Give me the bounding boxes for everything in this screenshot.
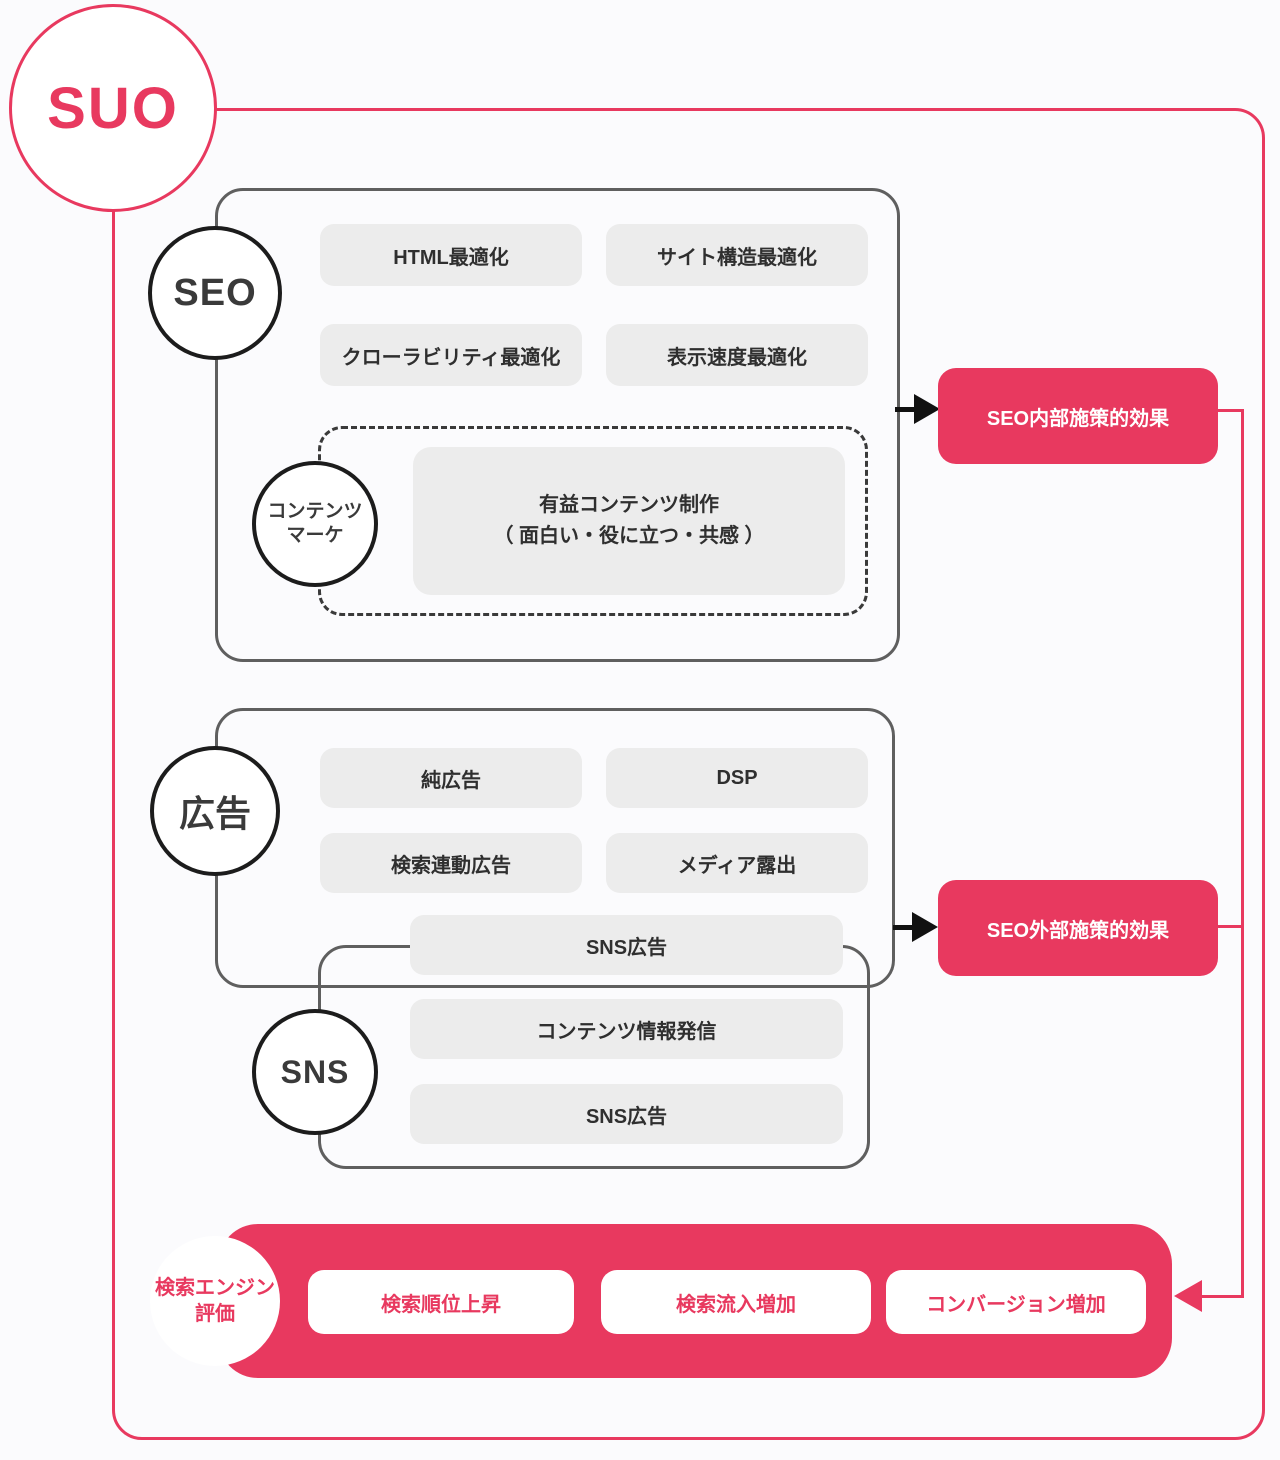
pill-label: コンバージョン増加	[926, 1293, 1106, 1316]
pill-label: SNS広告	[585, 936, 668, 959]
pill-label: サイト構造最適化	[657, 246, 817, 269]
ads-circle-label: 広告	[178, 793, 251, 834]
content-marketing-circle: コンテンツ マーケ	[252, 461, 378, 587]
arrowhead-icon-seo-external	[912, 912, 938, 942]
pill-dsp: DSP	[606, 748, 868, 808]
result-box-seo-internal: SEO内部施策的効果	[938, 368, 1218, 464]
arrow-line-seo-internal	[895, 407, 917, 412]
pill-label: 検索連動広告	[391, 854, 511, 877]
sns-circle: SNS	[252, 1009, 378, 1135]
result-box-seo-external: SEO外部施策的効果	[938, 880, 1218, 976]
pill-useful-content-production: 有益コンテンツ制作 （ 面白い・役に立つ・共感 ）	[413, 447, 845, 595]
seo-circle-label: SEO	[173, 271, 257, 314]
sns-circle-label: SNS	[280, 1053, 350, 1090]
pill-html-optimization: HTML最適化	[320, 224, 582, 286]
arrowhead-icon-evaluation	[1174, 1280, 1202, 1312]
pill-sns-ad: SNS広告	[410, 1084, 843, 1144]
pill-sns-ad-shared: SNS広告	[410, 915, 843, 975]
pill-label: コンテンツ情報発信	[536, 1020, 717, 1043]
ads-circle: 広告	[150, 746, 280, 876]
pill-media-exposure: メディア露出	[606, 833, 868, 893]
pill-label: クローラビリティ最適化	[341, 346, 561, 369]
pill-site-structure-optimization: サイト構造最適化	[606, 224, 868, 286]
seo-circle: SEO	[148, 226, 282, 360]
connector-to-evaluation	[1200, 1295, 1244, 1298]
pill-label: DSP	[716, 766, 758, 789]
outer-flow-border	[112, 108, 1265, 1440]
pill-label: メディア露出	[677, 854, 797, 877]
arrowhead-icon-seo-internal	[914, 394, 940, 424]
connector-vertical	[1241, 409, 1244, 1298]
evaluation-label-line2: 評価	[195, 1303, 235, 1325]
pill-label: 表示速度最適化	[667, 346, 807, 369]
content-marketing-label-line2: マーケ	[286, 525, 344, 546]
pill-label-line1: 有益コンテンツ制作	[539, 494, 719, 516]
pill-content-information-broadcast: コンテンツ情報発信	[410, 999, 843, 1059]
pill-conversion-increase: コンバージョン増加	[886, 1270, 1146, 1334]
evaluation-circle: 検索エンジン 評価	[150, 1236, 280, 1366]
pill-crawlability-optimization: クローラビリティ最適化	[320, 324, 582, 386]
pill-search-linked-ad: 検索連動広告	[320, 833, 582, 893]
pill-label-line2: （ 面白い・役に立つ・共感 ）	[493, 525, 765, 547]
pill-label: 検索順位上昇	[381, 1293, 501, 1316]
connector-seo-external-out	[1218, 925, 1244, 928]
pill-label: 純広告	[421, 769, 481, 792]
pill-display-speed-optimization: 表示速度最適化	[606, 324, 868, 386]
content-marketing-label-line1: コンテンツ	[267, 501, 363, 523]
result-label: SEO外部施策的効果	[986, 919, 1170, 942]
pill-label: 検索流入増加	[676, 1293, 796, 1316]
suo-circle: SUO	[9, 4, 217, 212]
suo-label: SUO	[47, 75, 179, 141]
pill-label: SNS広告	[585, 1105, 668, 1128]
seo-group-box	[215, 188, 900, 662]
arrow-line-seo-external	[893, 925, 915, 930]
evaluation-label-line1: 検索エンジン	[155, 1277, 275, 1299]
pill-search-traffic-increase: 検索流入増加	[601, 1270, 871, 1334]
result-label: SEO内部施策的効果	[986, 407, 1170, 430]
connector-seo-internal-out	[1218, 409, 1244, 412]
pill-label: HTML最適化	[393, 246, 509, 269]
pill-search-rank-up: 検索順位上昇	[308, 1270, 574, 1334]
pill-pure-advertising: 純広告	[320, 748, 582, 808]
